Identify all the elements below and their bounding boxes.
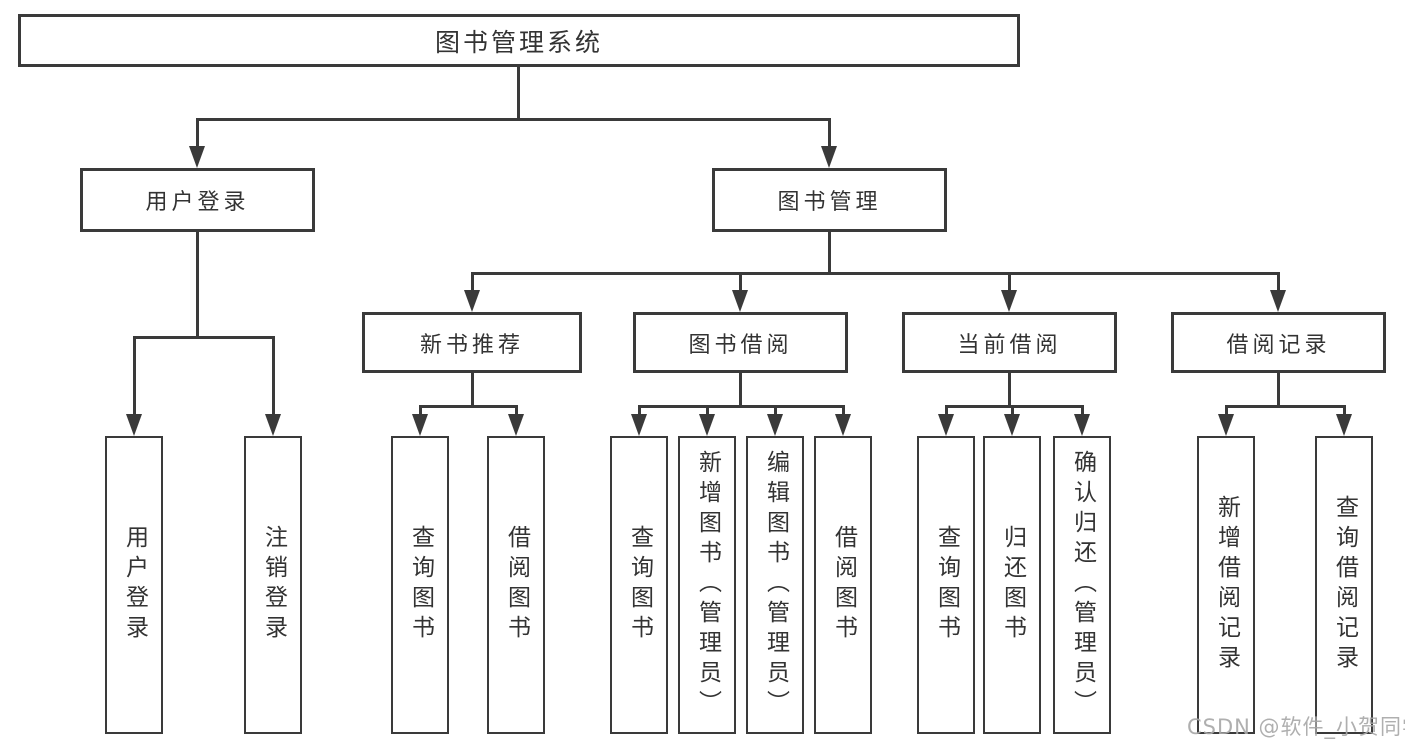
arrowhead-down-icon — [412, 414, 428, 436]
leaf-user-login: 用户登录 — [105, 436, 163, 734]
leaf-confirm-return-admin: 确认归还（管理员） — [1053, 436, 1111, 734]
arrowhead-down-icon — [508, 414, 524, 436]
connector-line — [739, 373, 742, 405]
connector-line — [945, 405, 948, 416]
connector-line — [1008, 373, 1011, 405]
arrowhead-down-icon — [835, 414, 851, 436]
leaf-label: 查询图书 — [626, 525, 653, 645]
connector-line — [196, 118, 199, 150]
arrowhead-down-icon — [265, 414, 281, 436]
connector-line — [739, 272, 742, 294]
leaf-label: 注销登录 — [260, 525, 287, 645]
node-label: 当前借阅 — [957, 332, 1062, 358]
leaf-label: 查询图书 — [933, 525, 960, 645]
node-borrowing-records: 借阅记录 — [1171, 312, 1386, 373]
connector-line — [419, 405, 422, 416]
leaf-label: 借阅图书 — [830, 525, 857, 645]
leaf-label: 新增图书（管理员） — [694, 450, 721, 720]
connector-line — [133, 336, 275, 339]
leaf-query-books-borrowing: 查询图书 — [610, 436, 668, 734]
leaf-label: 归还图书 — [999, 525, 1026, 645]
connector-line — [1011, 405, 1014, 416]
arrowhead-down-icon — [1074, 414, 1090, 436]
arrowhead-down-icon — [699, 414, 715, 436]
leaf-label: 借阅图书 — [503, 525, 530, 645]
node-label: 用户登录 — [145, 190, 250, 215]
arrowhead-down-icon — [189, 146, 205, 168]
connector-line — [638, 405, 641, 416]
arrowhead-down-icon — [732, 290, 748, 312]
leaf-edit-books-admin: 编辑图书（管理员） — [746, 436, 804, 734]
connector-line — [1008, 272, 1011, 294]
node-label: 图书借阅 — [688, 332, 793, 358]
connector-line — [945, 405, 1084, 408]
node-label: 借阅记录 — [1226, 332, 1331, 358]
node-label: 新书推荐 — [419, 332, 524, 358]
leaf-label: 新增借阅记录 — [1213, 495, 1240, 675]
arrowhead-down-icon — [767, 414, 783, 436]
connector-line — [828, 118, 831, 150]
leaf-add-borrow-record: 新增借阅记录 — [1197, 436, 1255, 734]
connector-line — [1277, 373, 1280, 405]
leaf-label: 编辑图书（管理员） — [762, 450, 789, 720]
arrowhead-down-icon — [1001, 290, 1017, 312]
leaf-add-books-admin: 新增图书（管理员） — [678, 436, 736, 734]
arrowhead-down-icon — [821, 146, 837, 168]
watermark: CSDN @软件_小贺同学 — [1187, 715, 1405, 739]
leaf-return-books: 归还图书 — [983, 436, 1041, 734]
arrowhead-down-icon — [126, 414, 142, 436]
connector-line — [1277, 272, 1280, 294]
leaf-label: 确认归还（管理员） — [1069, 450, 1096, 720]
connector-line — [1225, 405, 1228, 416]
arrowhead-down-icon — [631, 414, 647, 436]
connector-line — [419, 405, 518, 408]
leaf-label: 查询图书 — [407, 525, 434, 645]
arrowhead-down-icon — [1004, 414, 1020, 436]
node-label: 图书管理系统 — [434, 27, 603, 57]
node-label: 图书管理 — [777, 190, 882, 215]
arrowhead-down-icon — [1218, 414, 1234, 436]
node-current-borrowing: 当前借阅 — [902, 312, 1117, 373]
connector-line — [842, 405, 845, 416]
arrowhead-down-icon — [1270, 290, 1286, 312]
node-book-management-branch: 图书管理 — [712, 168, 947, 232]
connector-line — [706, 405, 709, 416]
connector-line — [272, 336, 275, 416]
leaf-query-books-recommend: 查询图书 — [391, 436, 449, 734]
connector-line — [471, 373, 474, 405]
node-user-login-branch: 用户登录 — [80, 168, 315, 232]
connector-line — [471, 272, 1279, 275]
arrowhead-down-icon — [938, 414, 954, 436]
connector-line — [638, 405, 845, 408]
leaf-borrow-books-borrowing: 借阅图书 — [814, 436, 872, 734]
leaf-label: 查询借阅记录 — [1331, 495, 1358, 675]
node-library-management-system: 图书管理系统 — [18, 14, 1020, 67]
leaf-query-borrow-record: 查询借阅记录 — [1315, 436, 1373, 734]
connector-line — [471, 272, 474, 294]
connector-line — [1081, 405, 1084, 416]
connector-line — [774, 405, 777, 416]
connector-line — [515, 405, 518, 416]
leaf-logout: 注销登录 — [244, 436, 302, 734]
connector-line — [1343, 405, 1346, 416]
connector-line — [828, 232, 831, 272]
arrowhead-down-icon — [1336, 414, 1352, 436]
node-new-book-recommendation: 新书推荐 — [362, 312, 582, 373]
arrowhead-down-icon — [464, 290, 480, 312]
node-book-borrowing: 图书借阅 — [633, 312, 848, 373]
connector-line — [517, 67, 520, 118]
connector-line — [196, 232, 199, 336]
connector-line — [1225, 405, 1346, 408]
connector-line — [133, 336, 136, 416]
connector-line — [196, 118, 830, 121]
leaf-borrow-books-recommend: 借阅图书 — [487, 436, 545, 734]
leaf-label: 用户登录 — [121, 525, 148, 645]
leaf-query-books-current: 查询图书 — [917, 436, 975, 734]
